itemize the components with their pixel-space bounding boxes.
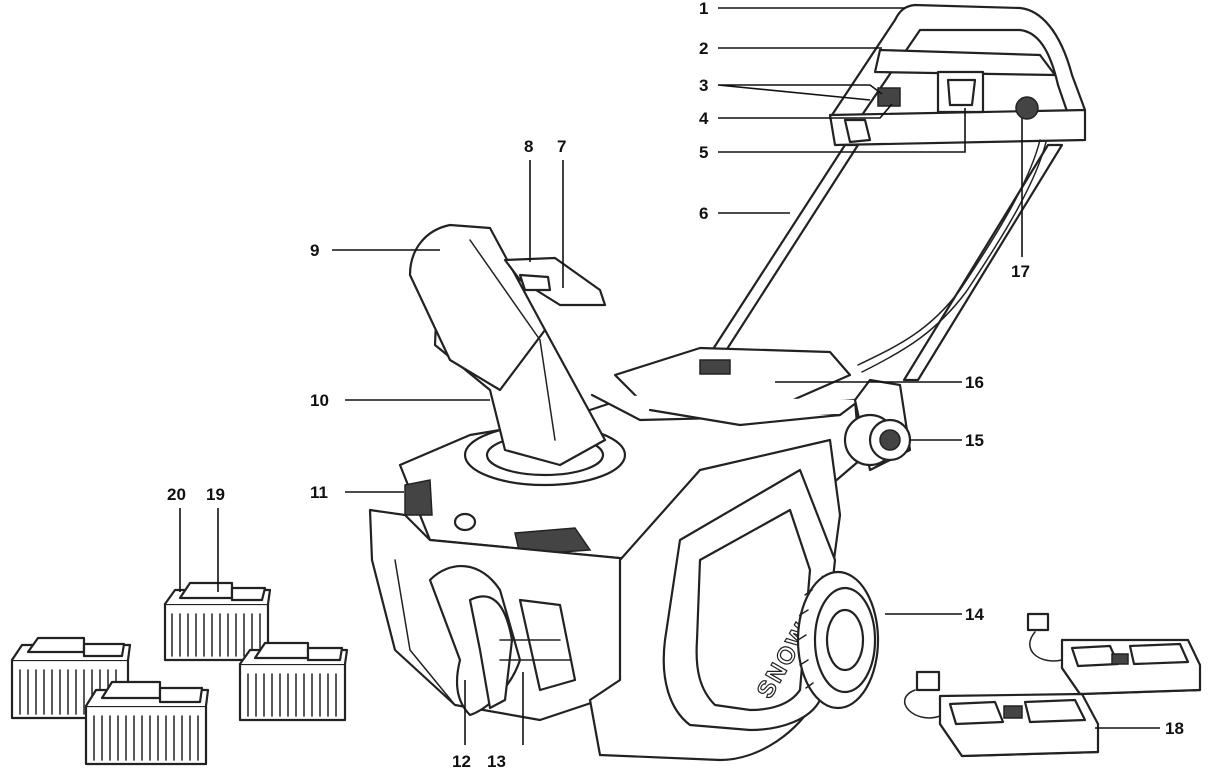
headlight-left [404, 479, 433, 516]
battery-charger [903, 670, 1100, 758]
battery-pack [10, 636, 132, 720]
battery-pack [84, 680, 210, 766]
battery-charger [1026, 612, 1202, 696]
callout-labels: 1 2 3 4 5 6 7 8 9 10 11 12 13 14 15 16 1… [167, 0, 1184, 771]
charger-group [903, 612, 1202, 758]
callout-16: 16 [965, 373, 984, 392]
callout-8: 8 [524, 137, 533, 156]
callout-12: 12 [452, 752, 471, 771]
callout-15: 15 [965, 431, 984, 450]
callout-20: 20 [167, 485, 186, 504]
callout-1: 1 [699, 0, 708, 18]
snow-blower: SNOWJOE [368, 3, 1087, 762]
callout-13: 13 [487, 752, 506, 771]
chute-deflector [503, 256, 607, 307]
callout-10: 10 [310, 391, 329, 410]
callout-9: 9 [310, 241, 319, 260]
callout-11: 11 [310, 483, 328, 502]
callout-6: 6 [699, 204, 708, 223]
handle-assembly [704, 3, 1087, 382]
chute-rotation-knob [843, 413, 912, 467]
callout-3: 3 [699, 76, 708, 95]
callout-19: 19 [206, 485, 225, 504]
battery-pack [238, 641, 349, 722]
wheel [796, 570, 880, 710]
callout-2: 2 [699, 39, 708, 58]
battery-pack [163, 581, 272, 662]
battery-pack-group [10, 581, 349, 766]
callout-14: 14 [965, 605, 984, 624]
callout-18: 18 [1165, 719, 1184, 738]
callout-4: 4 [699, 109, 709, 128]
leader-lines [179, 7, 1160, 745]
callout-5: 5 [699, 143, 708, 162]
callout-17: 17 [1011, 262, 1030, 281]
callout-7: 7 [557, 137, 566, 156]
